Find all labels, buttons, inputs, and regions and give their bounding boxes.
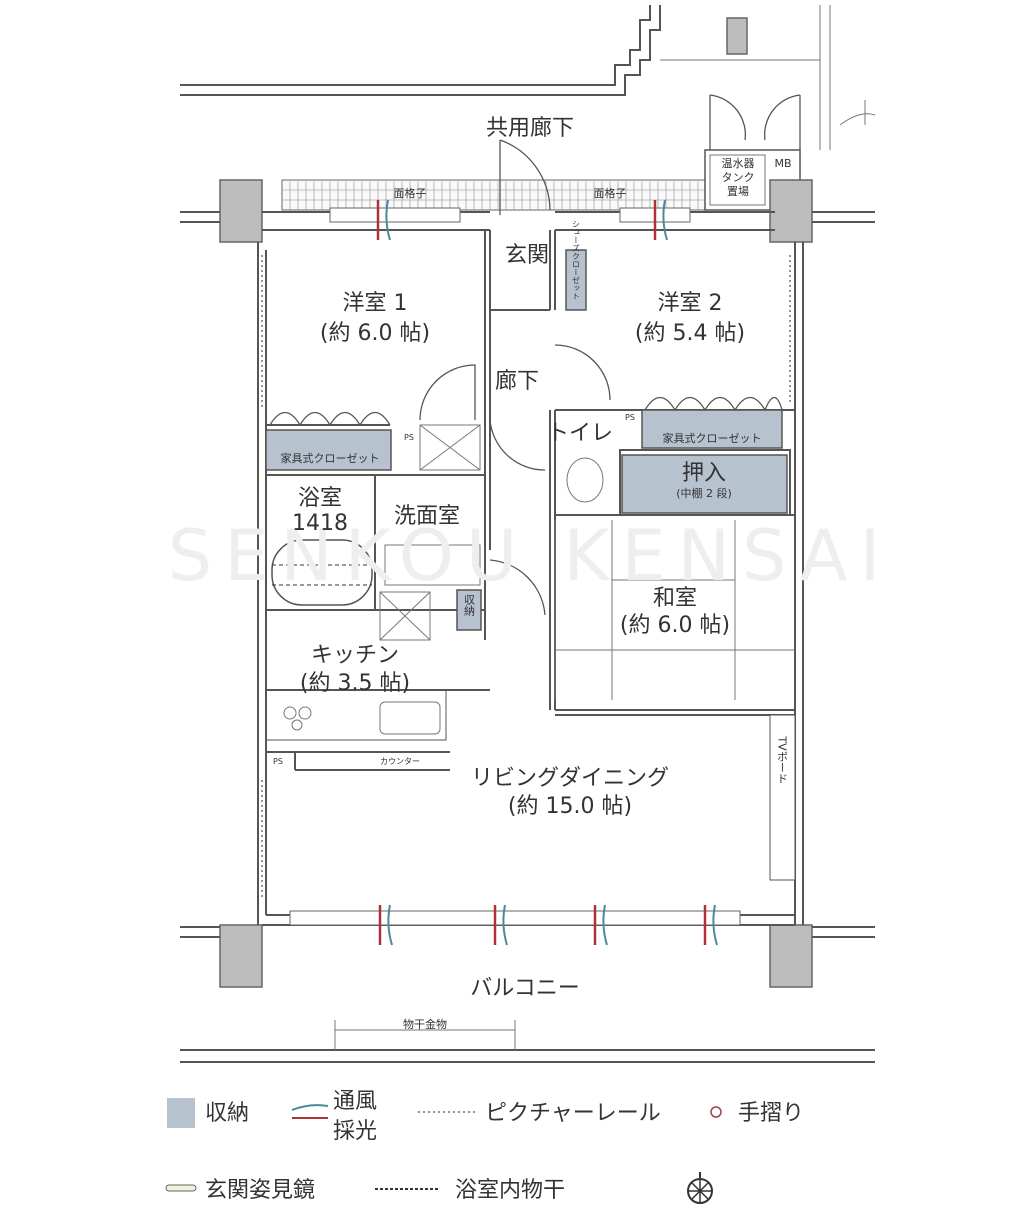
water-heater-label-1: 温水器	[722, 157, 755, 170]
water-heater-label-2: タンク	[722, 171, 755, 184]
sink	[379, 701, 441, 735]
bath-dryer-rail	[272, 564, 372, 586]
column	[219, 924, 263, 988]
legend-bath-dryer: 浴室内物干	[455, 1178, 565, 1203]
ps-label: PS	[625, 413, 635, 422]
legend-mirror: 玄関姿見鏡	[205, 1178, 315, 1203]
column	[219, 179, 263, 243]
ps-label: PS	[273, 757, 283, 766]
water-heater-box	[709, 154, 766, 206]
counter-label: カウンター	[380, 757, 420, 766]
legend-handrail: 手摺り	[738, 1101, 804, 1126]
legend-picture-rail: ピクチャーレール	[485, 1101, 661, 1126]
legend-lighting: 採光	[333, 1119, 377, 1144]
shoe-closet	[565, 249, 587, 311]
ps-label: PS	[404, 433, 414, 442]
western1-size: (約 6.0 帖)	[320, 321, 430, 346]
laundry-hardware-label: 物干金物	[403, 1017, 447, 1031]
washroom-label: 洗面室	[394, 504, 460, 529]
grille-band	[281, 179, 706, 211]
grille-right-label: 面格子	[594, 186, 627, 200]
outer-walls	[257, 207, 804, 926]
kitchen-name: キッチン	[311, 643, 399, 668]
hallway-label: 廊下	[495, 369, 539, 394]
bath-label: 浴室	[298, 486, 342, 511]
common-corridor-structure	[180, 5, 876, 150]
bathtub	[271, 539, 373, 606]
stove-burner	[298, 706, 312, 720]
column	[769, 924, 813, 988]
closet2-label: 家具式クローゼット	[663, 431, 762, 445]
vent-marker	[502, 904, 508, 946]
legend-ventilation: 通風	[333, 1089, 377, 1114]
toilet-label: トイレ	[547, 421, 613, 446]
living-name: リビングダイニング	[471, 766, 669, 791]
legend-vent-icon	[291, 1104, 329, 1111]
living-size: (約 15.0 帖)	[508, 794, 632, 819]
interior-walls	[266, 139, 795, 716]
storage-label: 収納	[463, 594, 476, 617]
column	[769, 179, 813, 243]
japanese-name: 和室	[653, 586, 697, 611]
vent-marker	[662, 199, 668, 241]
kitchen-size: (約 3.5 帖)	[300, 671, 410, 696]
water-heater-label-3: 置場	[727, 185, 749, 198]
vent-marker	[712, 904, 718, 946]
closet-1	[265, 429, 392, 471]
legend-handrail-icon	[710, 1106, 722, 1118]
bath-size: 1418	[292, 511, 348, 536]
legend-storage-swatch	[167, 1098, 195, 1128]
compass-icon	[687, 1172, 713, 1204]
oshiire-label: 押入	[682, 461, 726, 486]
japanese-size: (約 6.0 帖)	[620, 613, 730, 638]
closet1-label: 家具式クローゼット	[281, 451, 380, 465]
watermark: SENKOU KENSAI	[168, 515, 892, 597]
toilet-fixture	[566, 457, 604, 503]
ventilation-markers	[376, 199, 718, 946]
entrance-label: 玄関	[505, 243, 549, 268]
grille-left-label: 面格子	[394, 186, 427, 200]
vent-marker	[602, 904, 608, 946]
corridor-label: 共用廊下	[486, 116, 574, 141]
stove-burner	[283, 706, 297, 720]
vent-marker	[385, 199, 391, 241]
oshiire	[621, 454, 788, 514]
vent-marker	[387, 904, 393, 946]
shoe-closet-label: シューズクローゼット	[572, 220, 581, 300]
tv-board-label: TVボード	[776, 735, 789, 783]
closet-2	[641, 409, 783, 449]
western2-size: (約 5.4 帖)	[635, 321, 745, 346]
stove-burner	[291, 719, 303, 731]
storage	[456, 589, 482, 631]
tv-board	[769, 714, 796, 881]
western1-name: 洋室 1	[343, 291, 408, 316]
kitchen-counter	[265, 689, 447, 741]
mb-label: MB	[774, 157, 791, 170]
legend: 収納 通風 採光 ピクチャーレール 手摺り 玄関姿見鏡 浴室内物干	[165, 1089, 804, 1204]
legend-storage: 収納	[205, 1101, 249, 1126]
legend-mirror-icon	[165, 1184, 197, 1192]
western2-name: 洋室 2	[658, 291, 723, 316]
balcony-label: バルコニー	[470, 976, 580, 1001]
oshiire-note: (中棚 2 段)	[676, 486, 732, 500]
